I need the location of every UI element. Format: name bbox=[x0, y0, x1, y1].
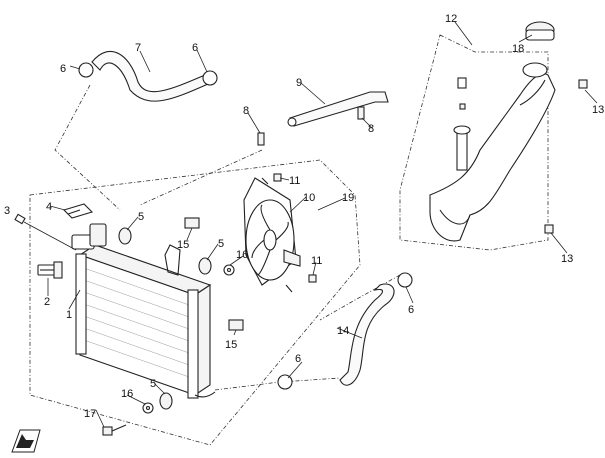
bolt-part-17 bbox=[102, 424, 127, 436]
callout-5-upper: 5 bbox=[138, 211, 144, 223]
grommet-part-5-middle bbox=[198, 257, 212, 275]
bolt-part-13-lower bbox=[544, 224, 554, 234]
callout-18: 18 bbox=[512, 43, 524, 55]
hose-clamp-part-6-left bbox=[78, 62, 94, 78]
temperature-sensor-part-2 bbox=[37, 261, 63, 279]
callout-9: 9 bbox=[296, 77, 302, 89]
cooling-fan-part-10 bbox=[243, 177, 301, 293]
callout-4: 4 bbox=[46, 201, 52, 213]
reservoir-dip-tube bbox=[453, 77, 471, 171]
fitting-part-8-right bbox=[357, 106, 365, 120]
clip-part-15-lower bbox=[228, 319, 244, 331]
grommet-part-5-lower bbox=[159, 392, 173, 410]
fitting-part-8-left bbox=[257, 132, 265, 146]
radiator bbox=[75, 244, 216, 399]
callout-5-lower: 5 bbox=[150, 378, 156, 390]
callout-14: 14 bbox=[337, 325, 349, 337]
hose-clamp-part-6-right bbox=[202, 70, 218, 86]
callout-8-right: 8 bbox=[368, 123, 374, 135]
callout-6-reservoir: 6 bbox=[408, 304, 414, 316]
lower-hose-part-14 bbox=[277, 272, 413, 390]
hose-clamp-part-6-reservoir bbox=[397, 272, 413, 288]
callout-16-lower: 16 bbox=[121, 388, 133, 400]
callout-17: 17 bbox=[84, 408, 96, 420]
callout-12: 12 bbox=[445, 13, 457, 25]
leader-lines bbox=[47, 21, 598, 428]
callout-6-right: 6 bbox=[192, 42, 198, 54]
leader-hose-to-fan bbox=[139, 149, 263, 206]
filler-neck-cap bbox=[71, 223, 107, 250]
overflow-tube-part-9 bbox=[287, 91, 389, 127]
callout-6-left: 6 bbox=[60, 63, 66, 75]
callout-11-upper: 11 bbox=[289, 175, 300, 187]
callout-11-lower: 11 bbox=[311, 255, 322, 267]
callout-15-upper: 15 bbox=[177, 239, 189, 251]
callout-16-upper: 16 bbox=[236, 249, 248, 261]
bolt-part-11-lower bbox=[308, 274, 317, 283]
callout-1: 1 bbox=[66, 309, 72, 321]
callout-2: 2 bbox=[44, 296, 50, 308]
callout-3: 3 bbox=[4, 205, 10, 217]
bolt-part-11-upper bbox=[273, 173, 282, 182]
bolt-part-13-upper bbox=[578, 79, 588, 89]
callout-15-lower: 15 bbox=[225, 339, 237, 351]
upper-hose-part-7 bbox=[78, 50, 218, 102]
callout-13-upper: 13 bbox=[592, 104, 604, 116]
assembly-boundary-reservoir bbox=[399, 34, 549, 251]
reservoir-tank-part-12 bbox=[429, 21, 556, 242]
callout-8-left: 8 bbox=[243, 105, 249, 117]
grommet-part-5-upper bbox=[118, 227, 132, 245]
bolt-part-3 bbox=[14, 213, 77, 251]
callout-labels: 1 2 3 4 5 5 5 6 6 6 6 7 8 8 9 10 11 11 1… bbox=[4, 13, 604, 420]
leader-reservoir-line bbox=[319, 274, 401, 321]
hose-clamp-part-6-lower bbox=[277, 374, 293, 390]
callout-6-lower: 6 bbox=[295, 353, 301, 365]
cap-clip-part-4 bbox=[62, 203, 94, 219]
callout-13-lower: 13 bbox=[561, 253, 573, 265]
callout-10: 10 bbox=[303, 192, 315, 204]
clip-part-15-upper bbox=[184, 217, 200, 229]
leader-cap-to-mount bbox=[54, 84, 121, 211]
front-direction-arrow-icon bbox=[11, 429, 41, 453]
leader-lower-hose bbox=[214, 377, 341, 391]
callout-7: 7 bbox=[135, 42, 141, 54]
assembly-boundary-main bbox=[29, 159, 361, 446]
callout-5-middle: 5 bbox=[218, 238, 224, 250]
callout-19: 19 bbox=[342, 192, 354, 204]
